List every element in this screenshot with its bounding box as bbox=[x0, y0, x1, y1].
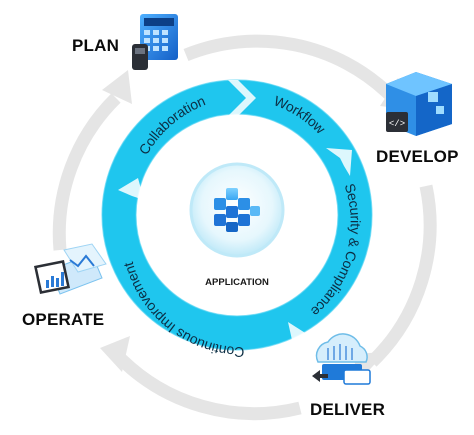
ring-chevron-right bbox=[326, 148, 352, 176]
arrowhead-operate bbox=[100, 336, 130, 372]
application-cubes-icon bbox=[214, 188, 260, 232]
ring-chevron-top bbox=[228, 80, 256, 116]
ring-chevron-left bbox=[118, 178, 144, 200]
application-core bbox=[189, 162, 285, 258]
outer-arc-operate-plan bbox=[52, 93, 121, 251]
code-cube-icon: </> bbox=[386, 72, 452, 136]
stage-label-operate: OPERATE bbox=[22, 310, 105, 329]
stage-label-develop: DEVELOP bbox=[376, 147, 459, 166]
cloud-deploy-icon bbox=[312, 333, 371, 385]
cyan-ring bbox=[101, 79, 373, 352]
outer-arc-deliver-operate bbox=[113, 351, 302, 421]
outer-arc-plan-develop bbox=[183, 34, 395, 100]
outer-cycle-arrows bbox=[52, 34, 437, 421]
monitor-chart-icon bbox=[34, 243, 107, 295]
ring-chevron-bottom bbox=[288, 322, 310, 352]
stage-label-plan: PLAN bbox=[72, 36, 120, 55]
outer-arc-develop-deliver bbox=[367, 184, 437, 367]
stage-label-deliver: DELIVER bbox=[310, 400, 386, 419]
calculator-icon bbox=[132, 14, 178, 70]
arrowhead-plan bbox=[102, 70, 132, 104]
svg-text:</>: </> bbox=[389, 119, 405, 129]
center-label-application: APPLICATION bbox=[205, 277, 269, 288]
